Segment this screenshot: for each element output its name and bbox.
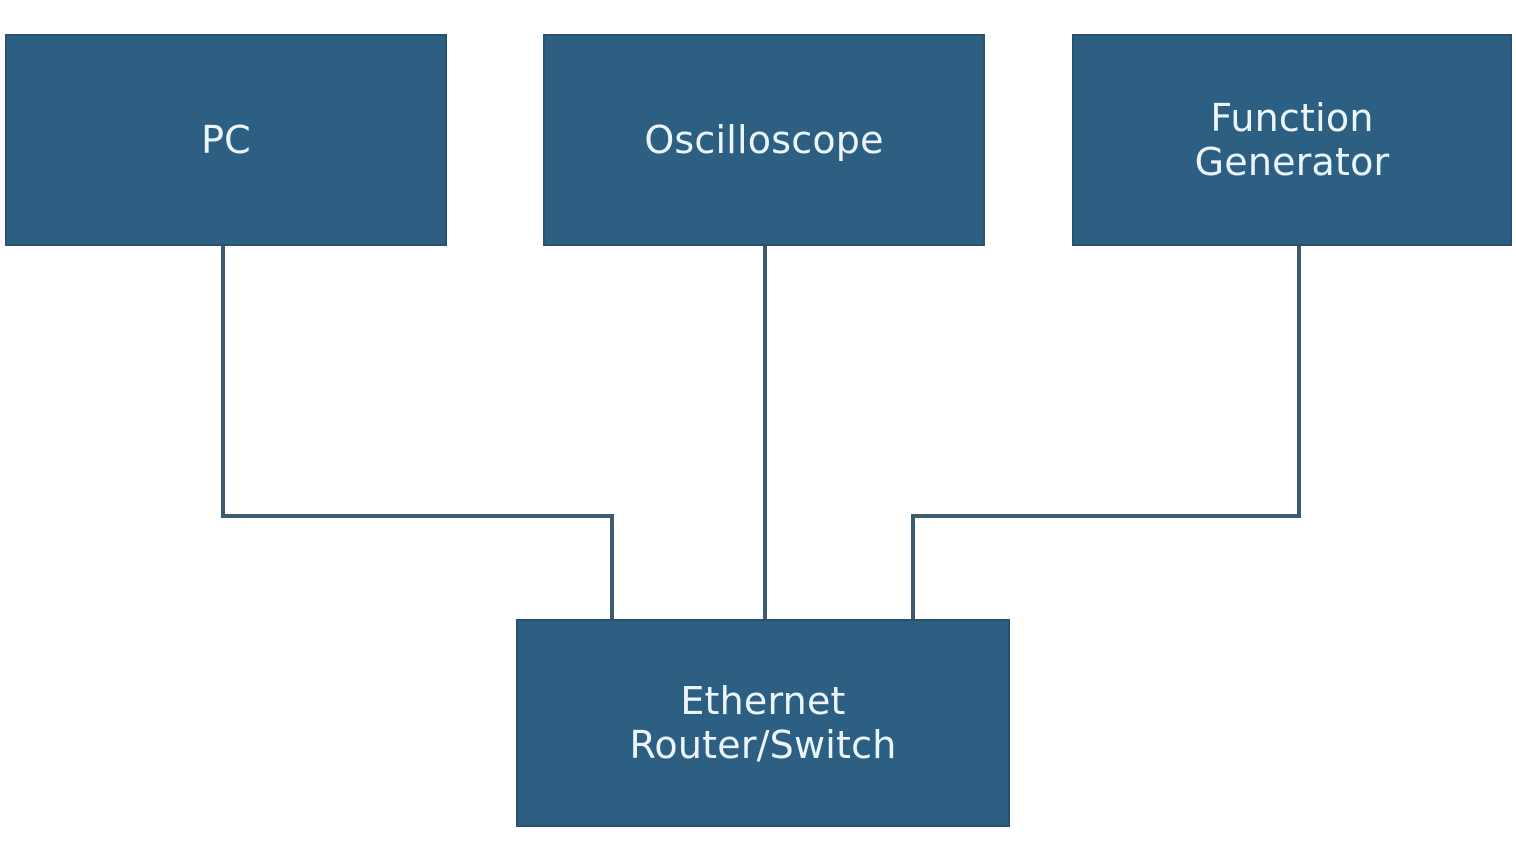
node-oscilloscope[interactable]: Oscilloscope [543, 34, 985, 246]
node-pc[interactable]: PC [5, 34, 447, 246]
wire-funcgen-to-router [911, 246, 1301, 619]
node-function-generator[interactable]: Function Generator [1072, 34, 1512, 246]
wire-pc-to-router [221, 246, 614, 619]
node-ethernet-router-switch[interactable]: Ethernet Router/Switch [516, 619, 1010, 827]
